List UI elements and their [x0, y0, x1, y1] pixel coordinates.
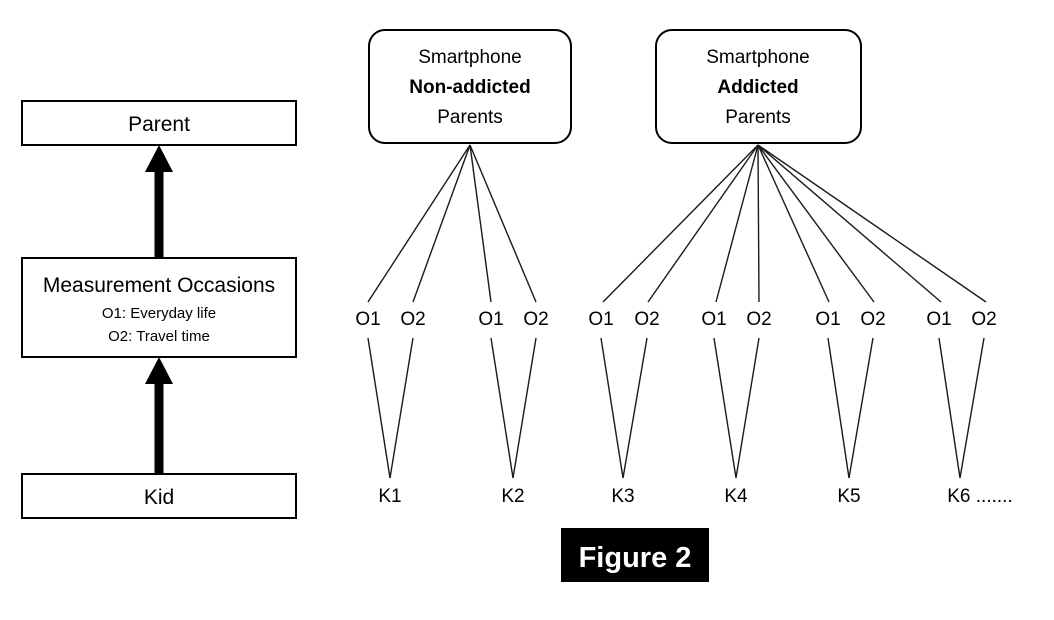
v-line	[848, 337, 874, 479]
kid-labels: K1 K2 K3 K4 K5 K6 .......	[378, 486, 1012, 507]
kid-label-k5: K5	[837, 486, 860, 507]
occasion-label-o1: O1	[478, 309, 503, 330]
occasion-label-o2: O2	[400, 309, 425, 330]
non-addicted-line-1: Smartphone	[418, 47, 522, 68]
occasion-label-o2: O2	[971, 309, 996, 330]
fan-line	[715, 144, 759, 303]
fan-line	[602, 144, 759, 303]
kid-label-k2: K2	[501, 486, 524, 507]
non-addicted-line-2: Non-addicted	[409, 77, 530, 98]
v-line	[959, 337, 985, 479]
v-line	[490, 337, 514, 479]
occasion-label-o1: O1	[926, 309, 951, 330]
arrow-occasions-to-parent	[145, 145, 173, 258]
legend-panel: Parent Measurement Occasions O1: Everyda…	[21, 100, 297, 519]
addicted-line-2: Addicted	[717, 77, 798, 98]
v-line	[735, 337, 760, 479]
v-lines-occasions-to-kids	[367, 337, 985, 479]
v-line	[512, 337, 537, 479]
model-panel: Smartphone Non-addicted Parents Smartpho…	[355, 29, 1013, 507]
occasion-labels: O1 O2 O1 O2 O1 O2 O1 O2 O1 O2 O1 O2	[355, 309, 996, 330]
figure-caption-badge: Figure 2	[561, 528, 709, 582]
measurement-occasion-sublabel-o1: O1: Everyday life	[102, 305, 216, 322]
v-line	[938, 337, 961, 479]
arrow-kid-to-occasions	[145, 357, 173, 474]
kid-label-k6: K6 .......	[947, 486, 1012, 507]
occasion-label-o2: O2	[523, 309, 548, 330]
parent-box-outline	[21, 100, 297, 146]
occasion-label-o2: O2	[860, 309, 885, 330]
v-line	[827, 337, 850, 479]
fan-line	[757, 144, 875, 303]
addicted-line-1: Smartphone	[706, 47, 810, 68]
occasion-label-o1: O1	[815, 309, 840, 330]
fan-line	[647, 144, 759, 303]
arrow-head	[145, 145, 173, 172]
non-addicted-line-3: Parents	[437, 107, 502, 128]
legend-box-measurement-occasions: Measurement Occasions O1: Everyday life …	[21, 257, 297, 358]
v-line	[622, 337, 648, 479]
occasion-label-o1: O1	[355, 309, 380, 330]
fan-line	[469, 144, 537, 303]
fan-line	[412, 144, 471, 303]
addicted-box-outline	[655, 29, 862, 144]
fan-lines-addicted	[602, 144, 987, 303]
kid-label-k4: K4	[724, 486, 748, 507]
occasion-label-o1: O1	[588, 309, 613, 330]
fan-line	[757, 144, 942, 303]
figure-caption-label: Figure 2	[579, 542, 692, 574]
kid-box-outline	[21, 473, 297, 519]
fan-lines-non-addicted	[367, 144, 537, 303]
kid-label-k1: K1	[378, 486, 401, 507]
fan-line	[757, 144, 987, 303]
non-addicted-box-outline	[368, 29, 572, 144]
measurement-occasions-box-outline	[21, 257, 297, 358]
measurement-occasion-sublabel-o2: O2: Travel time	[108, 328, 210, 345]
fan-line	[469, 144, 492, 303]
v-line	[600, 337, 624, 479]
fan-line	[367, 144, 471, 303]
v-line	[713, 337, 737, 479]
arrow-head	[145, 357, 173, 384]
v-line	[367, 337, 391, 479]
figure-caption-background	[561, 528, 709, 582]
occasion-label-o2: O2	[746, 309, 771, 330]
kid-label-k3: K3	[611, 486, 634, 507]
v-line	[389, 337, 414, 479]
legend-box-parent: Parent	[21, 100, 297, 146]
occasion-label-o2: O2	[634, 309, 659, 330]
parent-box-label: Parent	[128, 113, 190, 136]
addicted-line-3: Parents	[725, 107, 790, 128]
fan-line	[757, 144, 830, 303]
kid-box-label: Kid	[144, 486, 174, 509]
occasion-label-o1: O1	[701, 309, 726, 330]
group-box-addicted: Smartphone Addicted Parents	[655, 29, 862, 144]
legend-box-kid: Kid	[21, 473, 297, 519]
fan-line	[757, 144, 760, 303]
measurement-occasions-label: Measurement Occasions	[43, 274, 275, 297]
group-box-non-addicted: Smartphone Non-addicted Parents	[368, 29, 572, 144]
